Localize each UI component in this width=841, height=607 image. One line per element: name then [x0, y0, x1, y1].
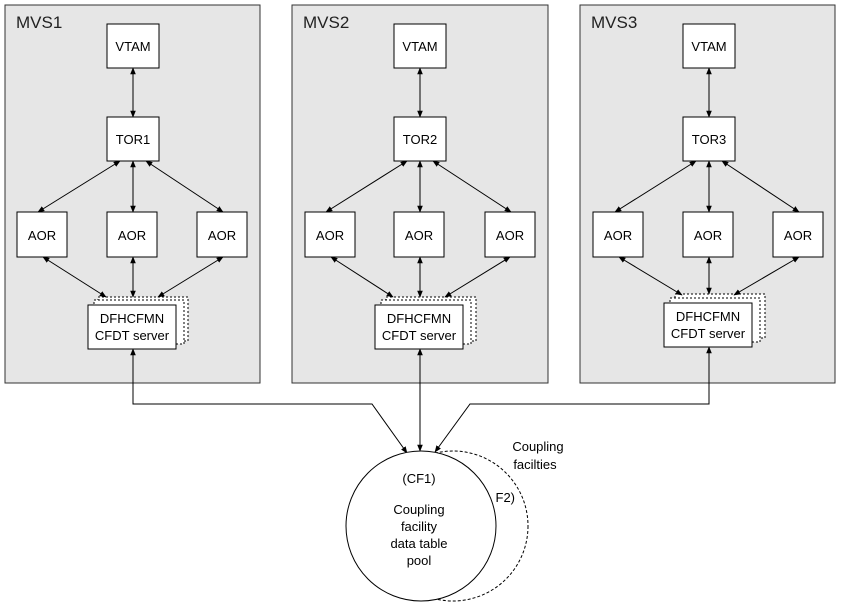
mvs1-tor-aor1-link: [37, 160, 121, 213]
mvs2-server-line2: CFDT server: [382, 328, 457, 343]
mvs3-tor-box: TOR3: [682, 116, 736, 162]
cf-note-line2: facilties: [513, 457, 557, 472]
mvs1-tor-aor3-link: [145, 160, 224, 213]
mvs3-aor-box-3: AOR: [772, 211, 824, 258]
mvs1-aor-box-2: AOR: [106, 211, 158, 258]
mvs1-tor-box: TOR1: [106, 116, 160, 162]
mvs2-aor1-server-link: [330, 256, 394, 298]
mvs1-server-line2: CFDT server: [95, 328, 170, 343]
mvs2-aor-box-1: AOR: [304, 211, 356, 258]
mvs2-vtam-box: VTAM: [393, 23, 447, 69]
cf-pool-line2: facility: [401, 519, 438, 534]
cf-pool-line4: pool: [407, 553, 432, 568]
mvs1-aor3-server-link: [157, 256, 224, 298]
mvs3-region: MVS3 VTAM TOR3 AOR AOR AOR DFHCFMN CFDT …: [579, 4, 836, 384]
mvs2-aor-box-3: AOR: [484, 211, 536, 258]
mvs1-aor-box-3: AOR: [196, 211, 248, 258]
mvs2-aor-box-2: AOR: [393, 211, 445, 258]
mvs1-cfdt-server: DFHCFMN CFDT server: [87, 296, 189, 350]
mvs3-aor3-server-link: [733, 256, 800, 296]
mvs3-vtam-box: VTAM: [682, 23, 736, 69]
mvs3-aor-label-1: AOR: [604, 228, 632, 243]
cf1-label: (CF1): [402, 471, 435, 486]
coupling-facility-front: (CF1) Coupling facility data table pool: [345, 450, 497, 602]
mvs2-aor3-server-link: [444, 256, 511, 298]
mvs1-aor-label-2: AOR: [118, 228, 146, 243]
mvs3-server-line1: DFHCFMN: [676, 309, 740, 324]
mvs2-aor-label-2: AOR: [405, 228, 433, 243]
mvs1-aor1-server-link: [42, 256, 107, 298]
mvs3-cfdt-server: DFHCFMN CFDT server: [663, 293, 766, 348]
mvs1-aor-label-1: AOR: [28, 228, 56, 243]
mvs3-tor-aor1-link: [614, 160, 697, 213]
mvs1-tor-label: TOR1: [116, 132, 150, 147]
mvs3-aor-label-2: AOR: [694, 228, 722, 243]
cf2-label: F2): [496, 490, 516, 505]
mvs1-vtam-label: VTAM: [115, 39, 150, 54]
mvs3-aor-box-1: AOR: [592, 211, 644, 258]
mvs2-cfdt-server: DFHCFMN CFDT server: [374, 296, 477, 350]
mvs3-title: MVS3: [591, 13, 637, 32]
mvs1-region: MVS1 VTAM TOR1 AOR AOR AOR DFHCFMN CFDT …: [4, 4, 261, 384]
mvs1-vtam-box: VTAM: [106, 23, 160, 69]
mvs1-aor-label-3: AOR: [208, 228, 236, 243]
mvs2-aor-label-3: AOR: [496, 228, 524, 243]
mvs2-server-line1: DFHCFMN: [387, 311, 451, 326]
mvs2-tor-box: TOR2: [393, 116, 447, 162]
mvs2-region: MVS2 VTAM TOR2 AOR AOR AOR DFHCFMN CFDT …: [291, 4, 549, 384]
mvs2-tor-aor3-link: [432, 160, 512, 213]
mvs1-aor-box-1: AOR: [16, 211, 68, 258]
mvs2-tor-label: TOR2: [403, 132, 437, 147]
cf-note-line1: Coupling: [512, 439, 563, 454]
mvs2-vtam-label: VTAM: [402, 39, 437, 54]
mvs3-aor-label-3: AOR: [784, 228, 812, 243]
mvs3-aor-box-2: AOR: [682, 211, 734, 258]
mvs1-server-cf-link: [130, 348, 408, 454]
cf-pool-line3: data table: [390, 536, 447, 551]
mvs2-aor-label-1: AOR: [316, 228, 344, 243]
mvs3-aor1-server-link: [618, 256, 683, 296]
mvs2-tor-aor1-link: [325, 160, 408, 213]
mvs1-title: MVS1: [16, 13, 62, 32]
mvs3-tor-label: TOR3: [692, 132, 726, 147]
mvs1-server-line1: DFHCFMN: [100, 311, 164, 326]
mvs3-server-cf-link: [434, 346, 712, 453]
cf-pool-line1: Coupling: [393, 502, 444, 517]
coupling-facilities-note: Coupling facilties: [512, 439, 563, 472]
mvs2-title: MVS2: [303, 13, 349, 32]
mvs3-server-line2: CFDT server: [671, 326, 746, 341]
mvs3-vtam-label: VTAM: [691, 39, 726, 54]
mvs3-tor-aor3-link: [721, 160, 800, 213]
